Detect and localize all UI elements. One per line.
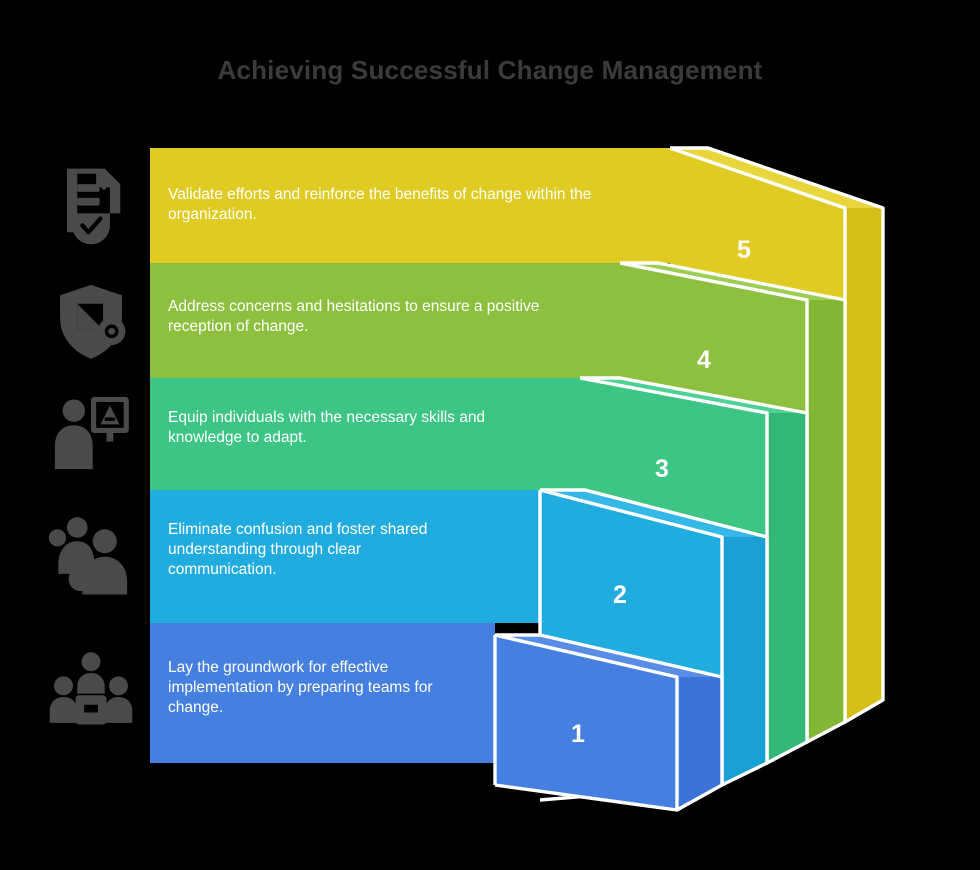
box-1-outline [494, 633, 724, 812]
icon-step-2 [48, 512, 134, 598]
band-group [150, 148, 670, 763]
step-number-4: 4 [697, 346, 711, 374]
step-number-2: 2 [613, 581, 627, 609]
band-step-5 [150, 148, 670, 263]
meeting-table-icon [49, 652, 133, 725]
box-2-outline [539, 488, 769, 787]
training-presentation-icon [54, 396, 129, 470]
box-1-side [677, 677, 722, 810]
page-title: Achieving Successful Change Management [217, 55, 763, 85]
step-text-3: Equip individuals with the necessary ski… [168, 409, 486, 446]
icon-step-1 [48, 648, 134, 734]
step-number-5: 5 [737, 236, 751, 264]
icon-step-3 [48, 390, 134, 476]
band-step-3 [150, 378, 580, 490]
team-group-icon [48, 517, 128, 595]
box-5-side [845, 208, 883, 722]
step-text-4: Address concerns and hesitations to ensu… [168, 298, 540, 335]
step-number-1: 1 [571, 720, 585, 748]
box-1-top [495, 635, 722, 677]
box-3-top [580, 378, 807, 413]
band-step-2 [150, 490, 540, 623]
box-3-outline [579, 376, 809, 765]
box-3-side [767, 413, 807, 763]
box-1-edge-front-bottom [494, 783, 678, 812]
step-text-5: Validate efforts and reinforce the benef… [168, 186, 592, 223]
document-check-icon [66, 168, 121, 245]
band-step-1 [150, 623, 495, 763]
box-4-outline [619, 261, 847, 744]
box-4-top [620, 263, 845, 300]
step-text-1: Lay the groundwork for effective impleme… [168, 659, 433, 716]
box-1-front [495, 635, 677, 810]
box-5-outline [669, 146, 885, 724]
shield-chat-icon [60, 284, 126, 359]
step-number-3: 3 [655, 455, 669, 483]
box-5-top [670, 148, 883, 208]
box-2-side [722, 537, 767, 785]
box-step-1: 1 [493, 633, 724, 812]
step-text-2: Eliminate confusion and foster shared un… [168, 521, 428, 578]
icon-step-4 [48, 278, 134, 364]
icon-step-5 [48, 160, 134, 246]
box-2-top [540, 490, 767, 537]
box-4-side [807, 300, 845, 742]
band-step-4 [150, 263, 620, 378]
